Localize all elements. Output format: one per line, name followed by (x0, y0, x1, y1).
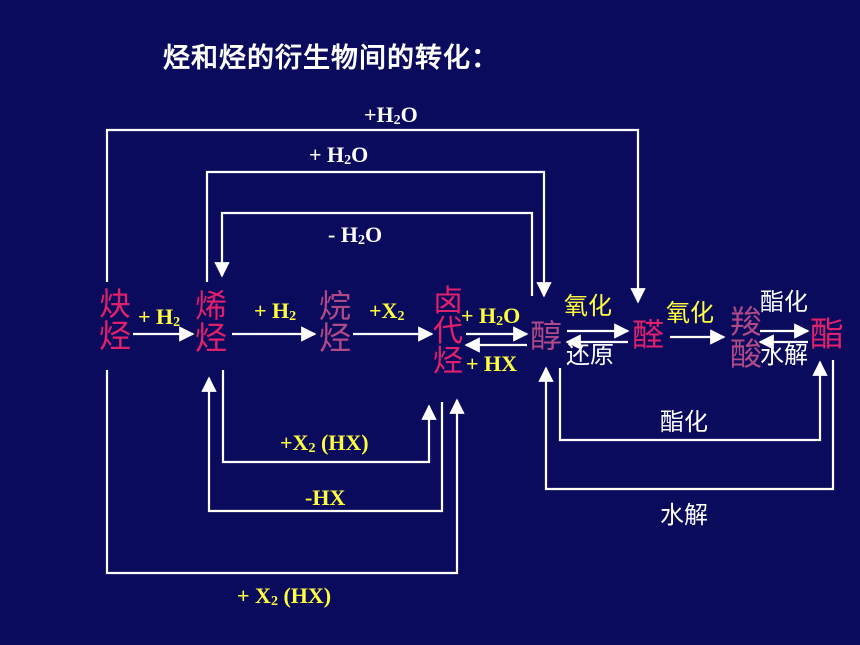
node-carboxylic-acid: 羧 酸 (726, 306, 766, 370)
label-reduction: 还原 (566, 341, 614, 369)
node-haloalkane: 卤 代 烃 (428, 287, 468, 377)
label-hydrolysis-bottom: 水解 (660, 501, 708, 529)
node-alkyne: 炔 烃 (95, 288, 135, 352)
node-acid-char-1: 羧 (729, 303, 762, 341)
arrow-haloalkane-to-alkene (201, 376, 444, 513)
label-oxidation-2: 氧化 (666, 299, 714, 327)
page-title: 烃和烃的衍生物间的转化： (163, 43, 499, 74)
arrow-alkene-to-haloalkane (221, 370, 437, 464)
node-alkane-char-2: 烃 (318, 319, 351, 357)
label-top-h2o: +H2O (364, 102, 418, 128)
arrow-alcohol-to-ester (558, 360, 828, 442)
arrow-alkyne-to-haloalkane (105, 370, 465, 575)
arrow-ester-to-alcohol (538, 360, 835, 491)
arrow-alcohol-to-alkene (214, 211, 534, 296)
label-esterify-top: 酯化 (760, 288, 808, 316)
node-acid-char-2: 酸 (729, 335, 762, 373)
node-aldehyde: 醛 (632, 316, 665, 354)
arrow-alkyne-to-aldehyde (105, 128, 646, 304)
node-ester: 酯 (810, 315, 844, 355)
node-alkene: 烯 烃 (191, 290, 231, 354)
label-alkane-to-halo: +X2 (369, 298, 405, 324)
label-esterify-bottom: 酯化 (660, 408, 708, 436)
label-alkene-x2-hx: +X2 (HX) (280, 430, 369, 456)
node-alkyne-char-2: 烃 (98, 317, 131, 355)
label-oxidation-1: 氧化 (564, 292, 612, 320)
node-alkene-char-2: 烃 (194, 319, 227, 357)
node-haloalkane-char-2: 代 (433, 314, 463, 349)
label-alkyne-x2-hx: + X2 (HX) (237, 583, 332, 609)
node-haloalkane-char-1: 卤 (433, 284, 463, 319)
label-alkene-to-alkane: + H2 (254, 298, 297, 324)
node-haloalkane-char-3: 烃 (433, 344, 463, 379)
arrow-alkene-to-alcohol (205, 170, 552, 298)
label-hydrolysis-right: 水解 (760, 341, 808, 369)
label-minus-hx: -HX (305, 485, 346, 510)
node-alkene-char-1: 烯 (194, 287, 227, 325)
node-alkane-char-1: 烷 (318, 287, 351, 325)
label-alcohol-to-halo: + HX (466, 351, 518, 376)
node-alkane: 烷 烃 (315, 290, 355, 354)
label-minus-h2o: - H2O (328, 222, 383, 248)
label-second-h2o: + H2O (309, 142, 369, 168)
label-alkyne-to-alkene: + H2 (138, 304, 181, 330)
node-alcohol: 醇 (530, 317, 563, 355)
node-alkyne-char-1: 炔 (98, 285, 131, 323)
label-halo-to-alcohol: + H2O (461, 303, 521, 329)
